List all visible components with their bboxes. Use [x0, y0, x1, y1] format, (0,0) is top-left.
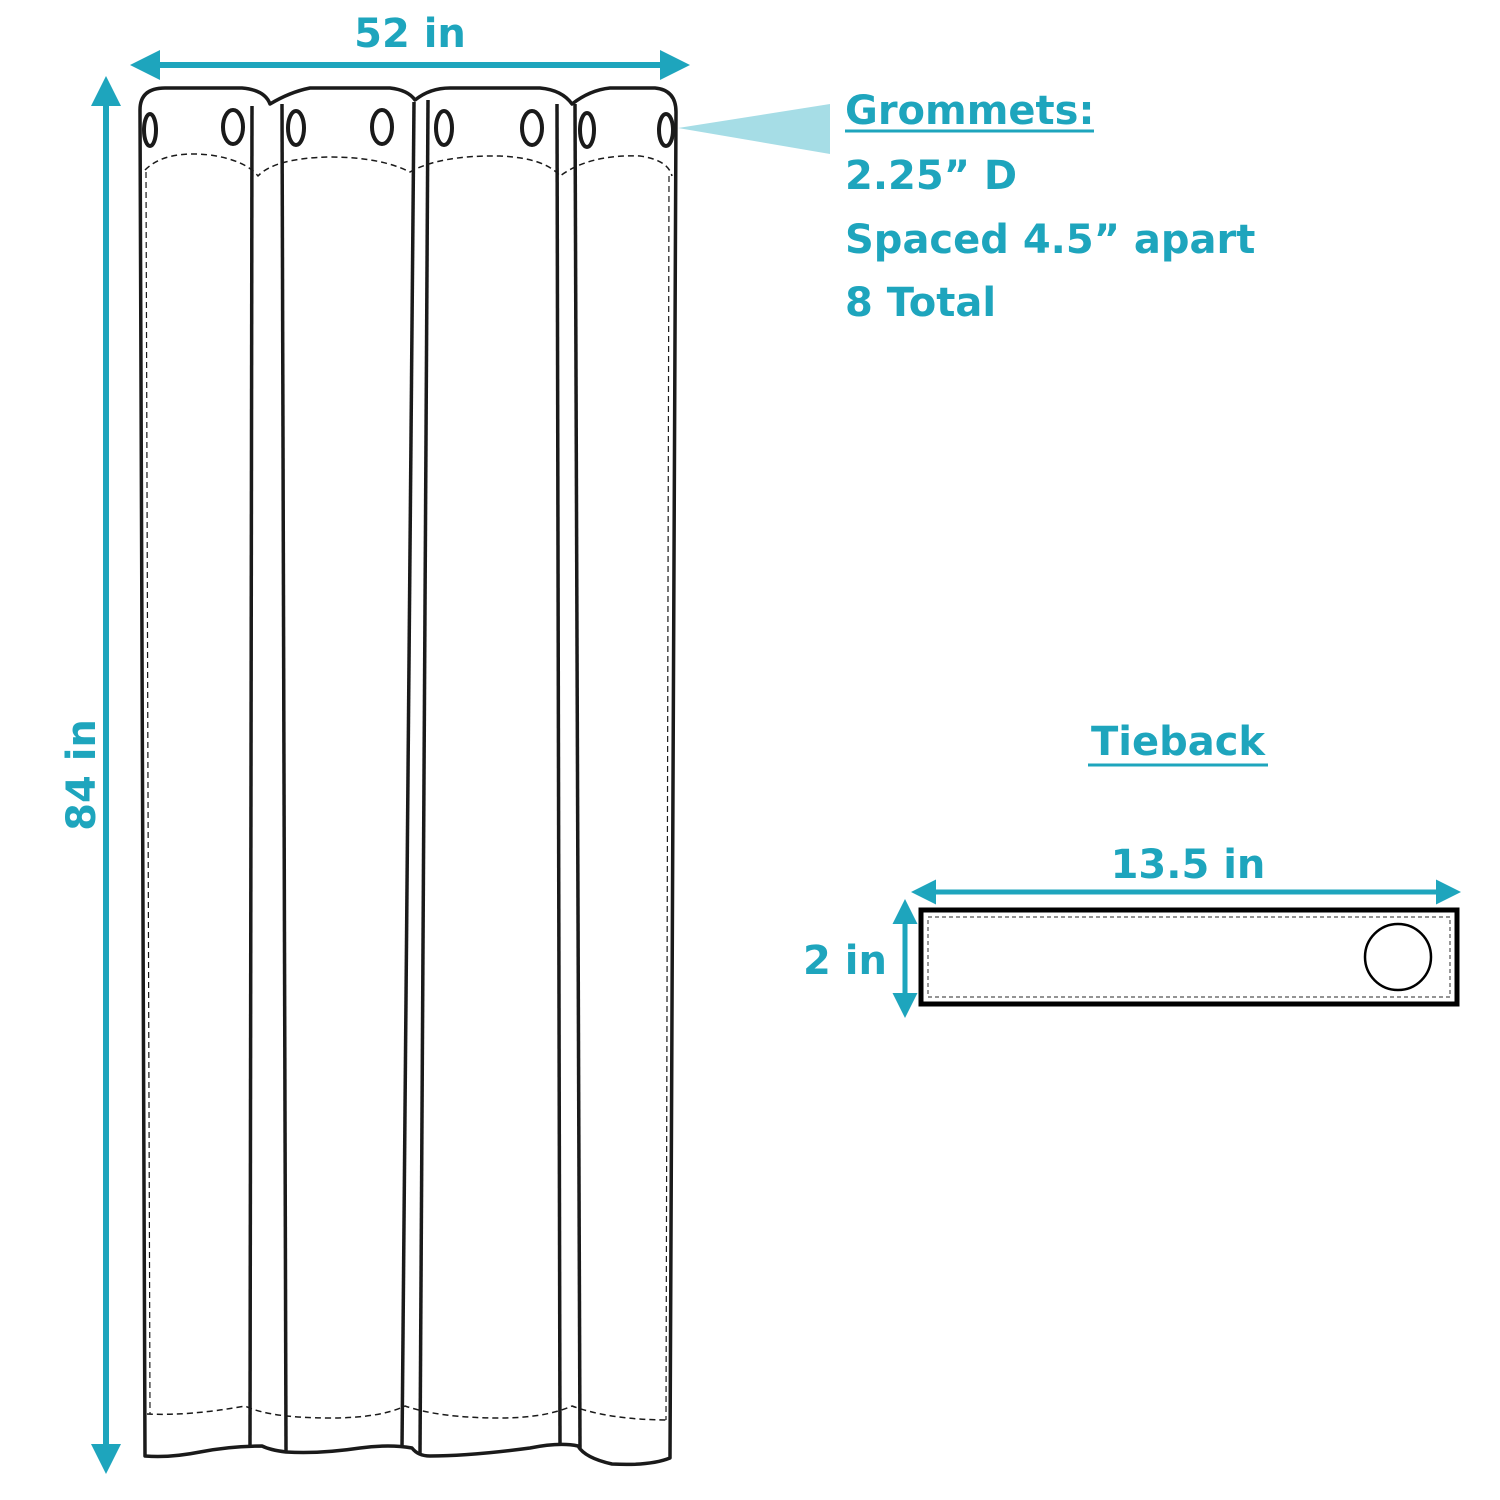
curtain-fold-line	[400, 101, 416, 1449]
grommet	[370, 108, 394, 146]
curtain-top-stitching	[144, 153, 673, 177]
curtain-fold-line	[555, 103, 562, 1447]
curtain-width-label: 52 in	[354, 11, 466, 57]
grommets	[142, 108, 675, 149]
curtain-fold-line	[248, 105, 254, 1449]
curtain-fold-line	[418, 99, 430, 1455]
grommet	[286, 109, 306, 147]
tieback-section: Tieback 13.5 in 2 in	[803, 719, 1461, 1018]
curtain-side-stitching	[665, 175, 670, 1421]
curtain-panel	[138, 86, 678, 1467]
tieback-grommet	[1363, 922, 1433, 992]
curtain-bottom-stitching	[146, 1405, 671, 1421]
curtain-outline	[138, 86, 678, 1467]
grommet	[221, 108, 245, 146]
grommet	[520, 109, 544, 147]
grommet	[434, 109, 454, 147]
grommet	[142, 112, 158, 148]
grommets-info-line: Spaced 4.5” apart	[845, 217, 1255, 263]
curtain-height-label: 84 in	[59, 719, 105, 831]
grommet-callout-pointer	[678, 104, 830, 154]
curtain-fold-line	[280, 103, 288, 1453]
grommet	[657, 112, 675, 148]
curtain-side-stitching	[145, 171, 151, 1415]
tieback-heading: Tieback	[1091, 719, 1266, 765]
tieback-strap	[918, 907, 1460, 1007]
tieback-height-label: 2 in	[803, 938, 887, 984]
curtain-width-dimension: 52 in	[130, 11, 690, 80]
tieback-stitching	[927, 916, 1451, 998]
tieback-length-label: 13.5 in	[1111, 842, 1266, 888]
grommets-info: Grommets: 2.25” D Spaced 4.5” apart 8 To…	[845, 88, 1255, 326]
grommets-heading: Grommets:	[845, 88, 1094, 134]
curtain-height-dimension: 84 in	[59, 76, 121, 1474]
grommets-info-line: 2.25” D	[845, 153, 1017, 199]
grommets-info-line: 8 Total	[845, 280, 996, 326]
grommet	[578, 111, 596, 149]
curtain-fold-line	[573, 103, 582, 1449]
